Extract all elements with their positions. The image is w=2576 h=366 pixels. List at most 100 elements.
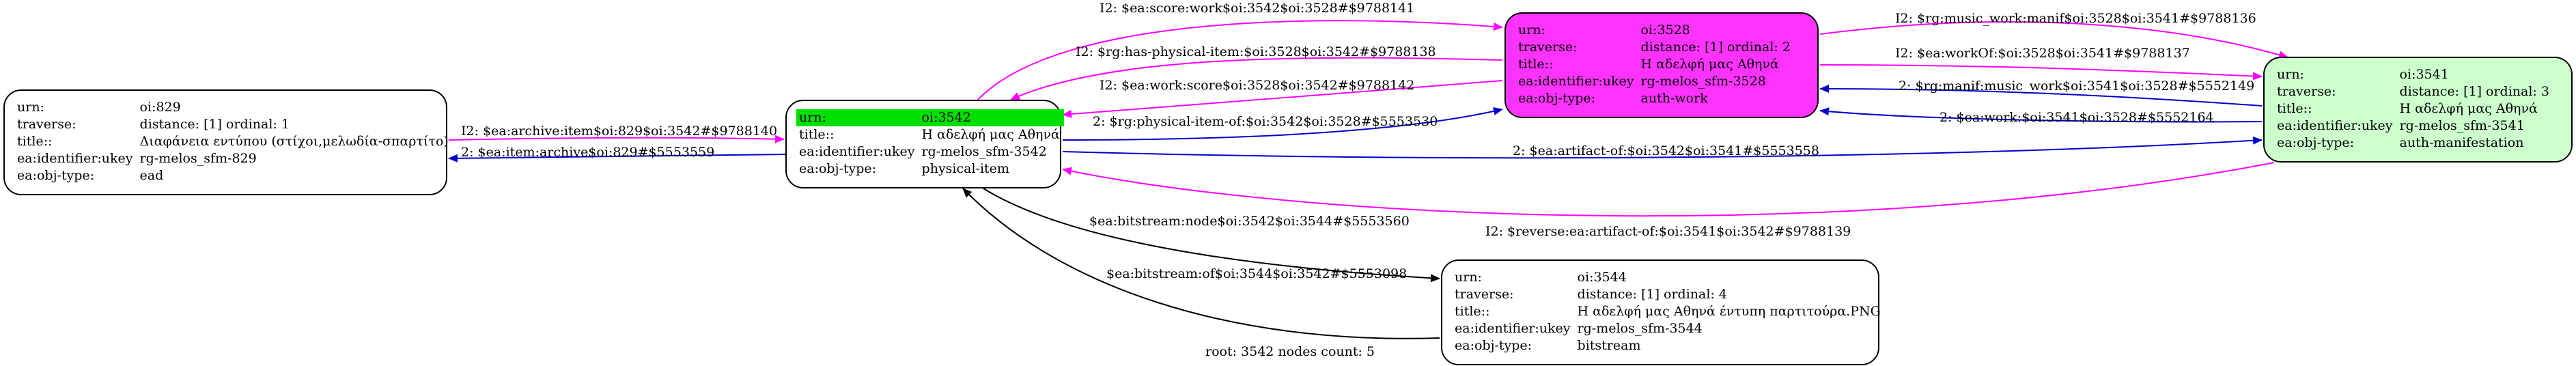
- edge-e4[interactable]: [1062, 107, 1503, 141]
- node-attr-value: oi:829: [139, 100, 181, 115]
- node-attr-key: traverse:: [2277, 84, 2336, 99]
- node-attr-key: traverse:: [1518, 40, 1578, 55]
- node-attr-key: ea:identifier:ukey: [2277, 118, 2393, 133]
- edge-e2[interactable]: [1010, 57, 1503, 100]
- node-row: ea:obj-type: bitstream: [1452, 337, 1885, 354]
- node-row: urn:oi:3541: [2274, 66, 2553, 83]
- node-attr-key: ea:obj-type:: [799, 161, 877, 176]
- node-attr-key: title::: [17, 134, 53, 149]
- node-row: title::Διαφάνεια εντύπου (στίχοι,μελωδία…: [14, 133, 453, 150]
- node-attr-value: distance: [1] ordinal: 3: [2399, 84, 2549, 99]
- edge-label: I2: $ea:workOf:$oi:3528$oi:3541#$9788137: [1895, 46, 2190, 61]
- node-attr-key: title::: [1518, 57, 1554, 72]
- node-attr-value: distance: [1] ordinal: 4: [1577, 287, 1727, 302]
- node-attr-key: ea:obj-type:: [1455, 338, 1532, 353]
- node-row: ea:obj-type: physical-item: [796, 160, 1064, 178]
- graph-footer: root: 3542 nodes count: 5: [1205, 344, 1375, 359]
- node-attr-value: bitstream: [1577, 338, 1641, 353]
- edge-e3[interactable]: [1062, 80, 1503, 118]
- edge-e11[interactable]: [448, 135, 785, 143]
- node-attr-key: ea:identifier:ukey: [1518, 74, 1634, 89]
- edge-e5[interactable]: [1819, 21, 2288, 59]
- node-attr-value: rg-melos_sfm-3544: [1577, 321, 1703, 336]
- node-attr-key: title::: [2277, 101, 2312, 116]
- node-row: ea:identifier:ukey rg-melos_sfm-3528: [1515, 73, 1795, 90]
- node-attr-value: Διαφάνεια εντύπου (στίχοι,μελωδία-σπαρτί…: [139, 134, 449, 149]
- node-row: ea:obj-type: ead: [14, 167, 453, 184]
- edge-label: 2: $rg:physical-item-of:$oi:3542$oi:3528…: [1093, 114, 1438, 129]
- node-attr-key: urn:: [1455, 270, 1482, 285]
- node-attr-value: oi:3544: [1577, 270, 1627, 285]
- edge-e12[interactable]: [448, 154, 786, 163]
- edge-e1[interactable]: [976, 20, 1503, 102]
- node-row: ea:identifier:ukey rg-melos_sfm-829: [14, 150, 453, 167]
- node-attr-key: urn:: [17, 100, 44, 115]
- edge-label: $ea:bitstream:of$oi:3544$oi:3542#$555309…: [1106, 266, 1407, 281]
- edge-e7[interactable]: [1819, 85, 2263, 107]
- node-row: urn: oi:3528: [1515, 22, 1795, 39]
- node-attr-value: physical-item: [921, 161, 1009, 176]
- node-attr-value: oi:3542: [919, 109, 1064, 126]
- node-row: traverse:distance: [1] ordinal: 4: [1452, 286, 1885, 303]
- node-attr-key: urn:: [1518, 23, 1545, 38]
- node-row: urn: oi:829: [14, 99, 453, 116]
- edge-e14[interactable]: [962, 188, 1440, 339]
- node-attr-key: traverse:: [17, 117, 76, 132]
- node-row: title::Η αδελφή μας Αθηνά: [1515, 56, 1795, 73]
- edge-e13[interactable]: [983, 188, 1440, 283]
- node-attr-value: Η αδελφή μας Αθηνά: [921, 127, 1060, 142]
- edge-e10[interactable]: [1062, 162, 2275, 217]
- node-row: traverse: distance: [1] ordinal: 2: [1515, 39, 1795, 56]
- node-attr-value: ead: [139, 168, 164, 183]
- node-row: traverse:distance: [1] ordinal: 1: [14, 116, 453, 133]
- edge-label: I2: $rg:music_work:manif$oi:3528$oi:3541…: [1895, 11, 2256, 26]
- node-attr-key: title::: [1455, 304, 1490, 319]
- edge-label: 2: $ea:item:archive$oi:829#$5553559: [461, 145, 714, 160]
- node-attr-key: ea:obj-type:: [1518, 91, 1596, 106]
- edge-e8[interactable]: [1819, 107, 2263, 123]
- edge-label: I2: $reverse:ea:artifact-of:$oi:3541$oi:…: [1485, 224, 1851, 239]
- node-attr-key: title::: [799, 127, 835, 142]
- edge-label: $ea:bitstream:node$oi:3542$oi:3544#$5553…: [1089, 214, 1410, 229]
- node-attr-key: ea:identifier:ukey: [17, 151, 133, 166]
- node-row: traverse: distance: [1] ordinal: 3: [2274, 83, 2553, 100]
- node-attr-key: urn:: [796, 109, 919, 126]
- node-attributes: urn: oi:3528 traverse: distance: [1] ordina…: [1515, 22, 1795, 107]
- node-row: ea:obj-type:auth-manifestation: [2274, 135, 2553, 152]
- node-row: ea:obj-type: auth-work: [1515, 90, 1795, 107]
- edge-label: I2: $ea:score:work$oi:3542$oi:3528#$9788…: [1100, 1, 1414, 16]
- node-attr-key: ea:obj-type:: [2277, 135, 2355, 150]
- node-attr-value: rg-melos_sfm-829: [139, 151, 257, 166]
- node-attr-key: ea:obj-type:: [17, 168, 95, 183]
- node-attr-value: rg-melos_sfm-3541: [2399, 118, 2525, 133]
- node-attr-value: oi:3528: [1640, 23, 1690, 38]
- node-row: title::Η αδελφή μας Αθηνά έντυπη παρτιτο…: [1452, 303, 1885, 320]
- node-attr-key: ea:identifier:ukey: [1455, 321, 1571, 336]
- edge-label: 2: $rg:manif:music_work$oi:3541$oi:3528#…: [1899, 79, 2254, 94]
- node-attr-value: Η αδελφή μας Αθηνά: [1640, 57, 1779, 72]
- node-row: title::Η αδελφή μας Αθηνά: [2274, 100, 2553, 117]
- node-attr-value: auth-work: [1640, 91, 1708, 106]
- node-row: title::Η αδελφή μας Αθηνά: [796, 126, 1064, 143]
- node-row: ea:identifier:ukey rg-melos_sfm-3544: [1452, 320, 1885, 337]
- node-attr-value: Η αδελφή μας Αθηνά: [2399, 101, 2538, 116]
- node-row: ea:identifier:ukey rg-melos_sfm-3541: [2274, 117, 2553, 135]
- node-attr-value: rg-melos_sfm-3528: [1640, 74, 1766, 89]
- node-oi-3528[interactable]: urn: oi:3528 traverse: distance: [1] ordina…: [1504, 12, 1819, 118]
- node-attr-value: rg-melos_sfm-3542: [921, 144, 1047, 159]
- edge-label: I2: $ea:work:score$oi:3528$oi:3542#$9788…: [1100, 78, 1414, 93]
- edge-label: I2: $ea:archive:item$oi:829$oi:3542#$978…: [461, 124, 777, 139]
- edge-e6[interactable]: [1819, 64, 2263, 81]
- node-attr-value: Η αδελφή μας Αθηνά έντυπη παρτιτούρα.PNG: [1577, 304, 1881, 319]
- edge-e9[interactable]: [1062, 136, 2263, 159]
- node-attr-value: distance: [1] ordinal: 2: [1640, 40, 1791, 55]
